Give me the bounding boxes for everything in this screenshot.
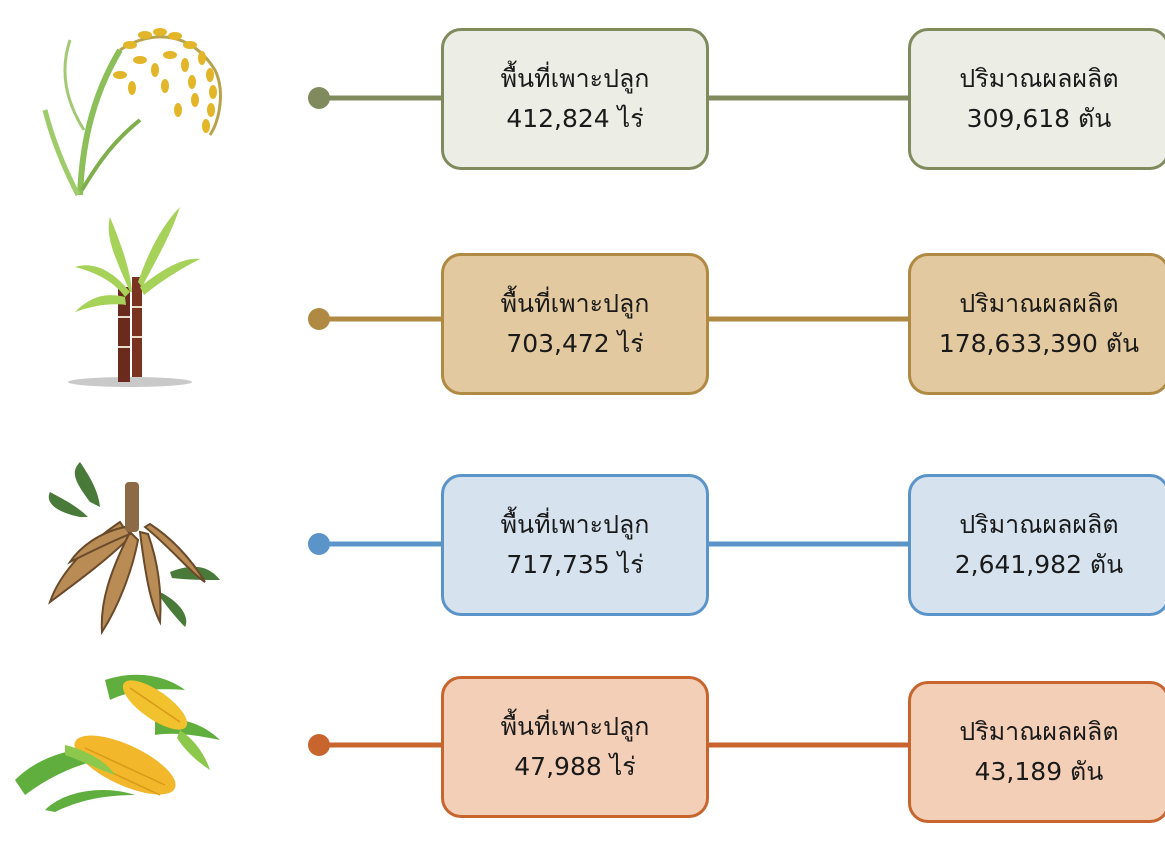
sugarcane-icon (20, 197, 240, 397)
production-label: ปริมาณผลผลิต (959, 289, 1119, 318)
area-value: 47,988 ไร่ (514, 752, 636, 781)
area-value: 703,472 ไร่ (506, 329, 644, 358)
production-label: ปริมาณผลผลิต (959, 717, 1119, 746)
area-label: พื้นที่เพาะปลูก (500, 64, 650, 93)
crop-row-rice: พื้นที่เพาะปลูก 412,824 ไร่ ปริมาณผลผลิต… (0, 0, 1165, 200)
area-box: พื้นที่เพาะปลูก 703,472 ไร่ (441, 253, 709, 395)
rice-plant-icon (20, 10, 240, 200)
corn-icon (5, 660, 225, 812)
production-value: 2,641,982 ตัน (954, 550, 1124, 579)
cassava-root-icon (20, 462, 240, 642)
area-value: 412,824 ไร่ (506, 104, 644, 133)
production-value: 178,633,390 ตัน (938, 329, 1140, 358)
production-value: 309,618 ตัน (966, 104, 1112, 133)
area-box: พื้นที่เพาะปลูก 717,735 ไร่ (441, 474, 709, 616)
production-label: ปริมาณผลผลิต (959, 510, 1119, 539)
area-value: 717,735 ไร่ (506, 550, 644, 579)
production-label: ปริมาณผลผลิต (959, 64, 1119, 93)
area-box: พื้นที่เพาะปลูก 47,988 ไร่ (441, 676, 709, 818)
production-box: ปริมาณผลผลิต 309,618 ตัน (908, 28, 1165, 170)
production-value: 43,189 ตัน (974, 757, 1104, 786)
production-box: ปริมาณผลผลิต 43,189 ตัน (908, 681, 1165, 823)
area-label: พื้นที่เพาะปลูก (500, 510, 650, 539)
area-label: พื้นที่เพาะปลูก (500, 712, 650, 741)
area-label: พื้นที่เพาะปลูก (500, 289, 650, 318)
crop-row-cassava: พื้นที่เพาะปลูก 717,735 ไร่ ปริมาณผลผลิต… (0, 447, 1165, 647)
area-box: พื้นที่เพาะปลูก 412,824 ไร่ (441, 28, 709, 170)
production-box: ปริมาณผลผลิต 2,641,982 ตัน (908, 474, 1165, 616)
crop-row-sugarcane: พื้นที่เพาะปลูก 703,472 ไร่ ปริมาณผลผลิต… (0, 207, 1165, 422)
production-box: ปริมาณผลผลิต 178,633,390 ตัน (908, 253, 1165, 395)
crop-row-corn: พื้นที่เพาะปลูก 47,988 ไร่ ปริมาณผลผลิต … (0, 650, 1165, 850)
